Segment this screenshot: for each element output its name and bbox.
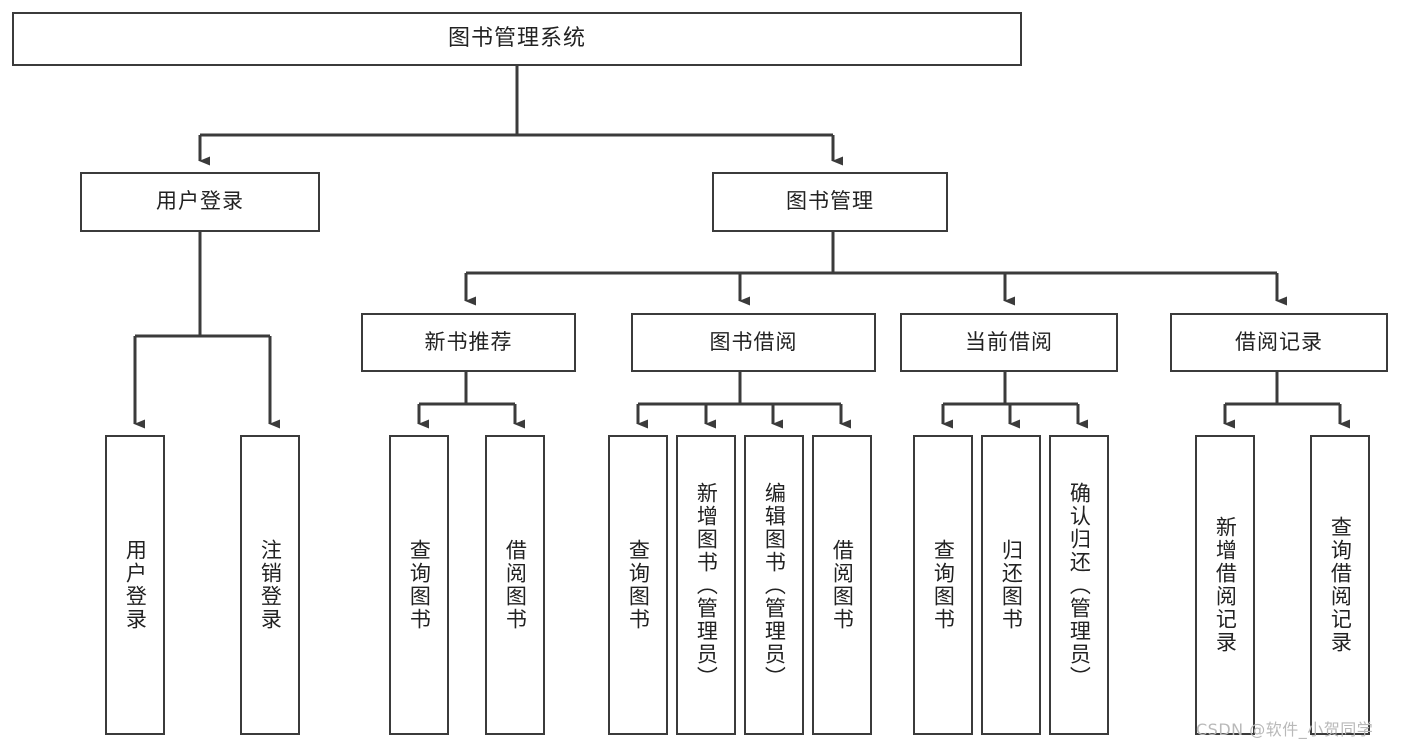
leaf-borrow-record-add[interactable]: 新增借阅记录 bbox=[1195, 435, 1255, 735]
node-label: 借阅记录 bbox=[1235, 329, 1323, 354]
leaf-current-borrow-return[interactable]: 归还图书 bbox=[981, 435, 1041, 735]
node-label: 图书管理 bbox=[786, 189, 874, 214]
node-label: 确认归还（管理员） bbox=[1067, 481, 1092, 689]
node-current-borrow[interactable]: 当前借阅 bbox=[900, 313, 1118, 372]
node-label: 查询图书 bbox=[407, 539, 432, 631]
leaf-book-borrow-borrow[interactable]: 借阅图书 bbox=[812, 435, 872, 735]
node-label: 借阅图书 bbox=[830, 539, 855, 631]
node-borrow-record[interactable]: 借阅记录 bbox=[1170, 313, 1388, 372]
node-book-borrow[interactable]: 图书借阅 bbox=[631, 313, 876, 372]
node-label: 查询图书 bbox=[626, 539, 651, 631]
leaf-new-book-borrow[interactable]: 借阅图书 bbox=[485, 435, 545, 735]
leaf-borrow-record-query[interactable]: 查询借阅记录 bbox=[1310, 435, 1370, 735]
leaf-book-borrow-edit[interactable]: 编辑图书（管理员） bbox=[744, 435, 804, 735]
node-label: 新书推荐 bbox=[424, 329, 513, 354]
leaf-new-book-query[interactable]: 查询图书 bbox=[389, 435, 449, 735]
node-user-login[interactable]: 用户登录 bbox=[80, 172, 320, 232]
leaf-user-login-login[interactable]: 用户登录 bbox=[105, 435, 165, 735]
leaf-book-borrow-query[interactable]: 查询图书 bbox=[608, 435, 668, 735]
leaf-current-borrow-query[interactable]: 查询图书 bbox=[913, 435, 973, 735]
node-label: 用户登录 bbox=[123, 539, 148, 631]
leaf-current-borrow-confirm-return[interactable]: 确认归还（管理员） bbox=[1049, 435, 1109, 735]
node-label: 新增图书（管理员） bbox=[694, 481, 719, 689]
node-label: 查询借阅记录 bbox=[1328, 516, 1353, 654]
node-label: 编辑图书（管理员） bbox=[762, 481, 787, 689]
node-new-book-recommend[interactable]: 新书推荐 bbox=[361, 313, 576, 372]
watermark: CSDN @软件_小贺同学 bbox=[1196, 720, 1374, 739]
node-label: 借阅图书 bbox=[503, 539, 528, 631]
node-label: 用户登录 bbox=[156, 189, 244, 214]
node-label: 新增借阅记录 bbox=[1213, 516, 1238, 654]
node-label: 归还图书 bbox=[999, 539, 1024, 631]
node-book-management[interactable]: 图书管理 bbox=[712, 172, 948, 232]
node-label: 查询图书 bbox=[931, 539, 956, 631]
leaf-book-borrow-add[interactable]: 新增图书（管理员） bbox=[676, 435, 736, 735]
leaf-user-login-logout[interactable]: 注销登录 bbox=[240, 435, 300, 735]
node-label: 当前借阅 bbox=[965, 329, 1053, 354]
node-label: 图书管理系统 bbox=[447, 25, 586, 51]
node-book-management-system[interactable]: 图书管理系统 bbox=[12, 12, 1022, 66]
node-label: 注销登录 bbox=[258, 539, 283, 631]
node-label: 图书借阅 bbox=[709, 329, 798, 354]
